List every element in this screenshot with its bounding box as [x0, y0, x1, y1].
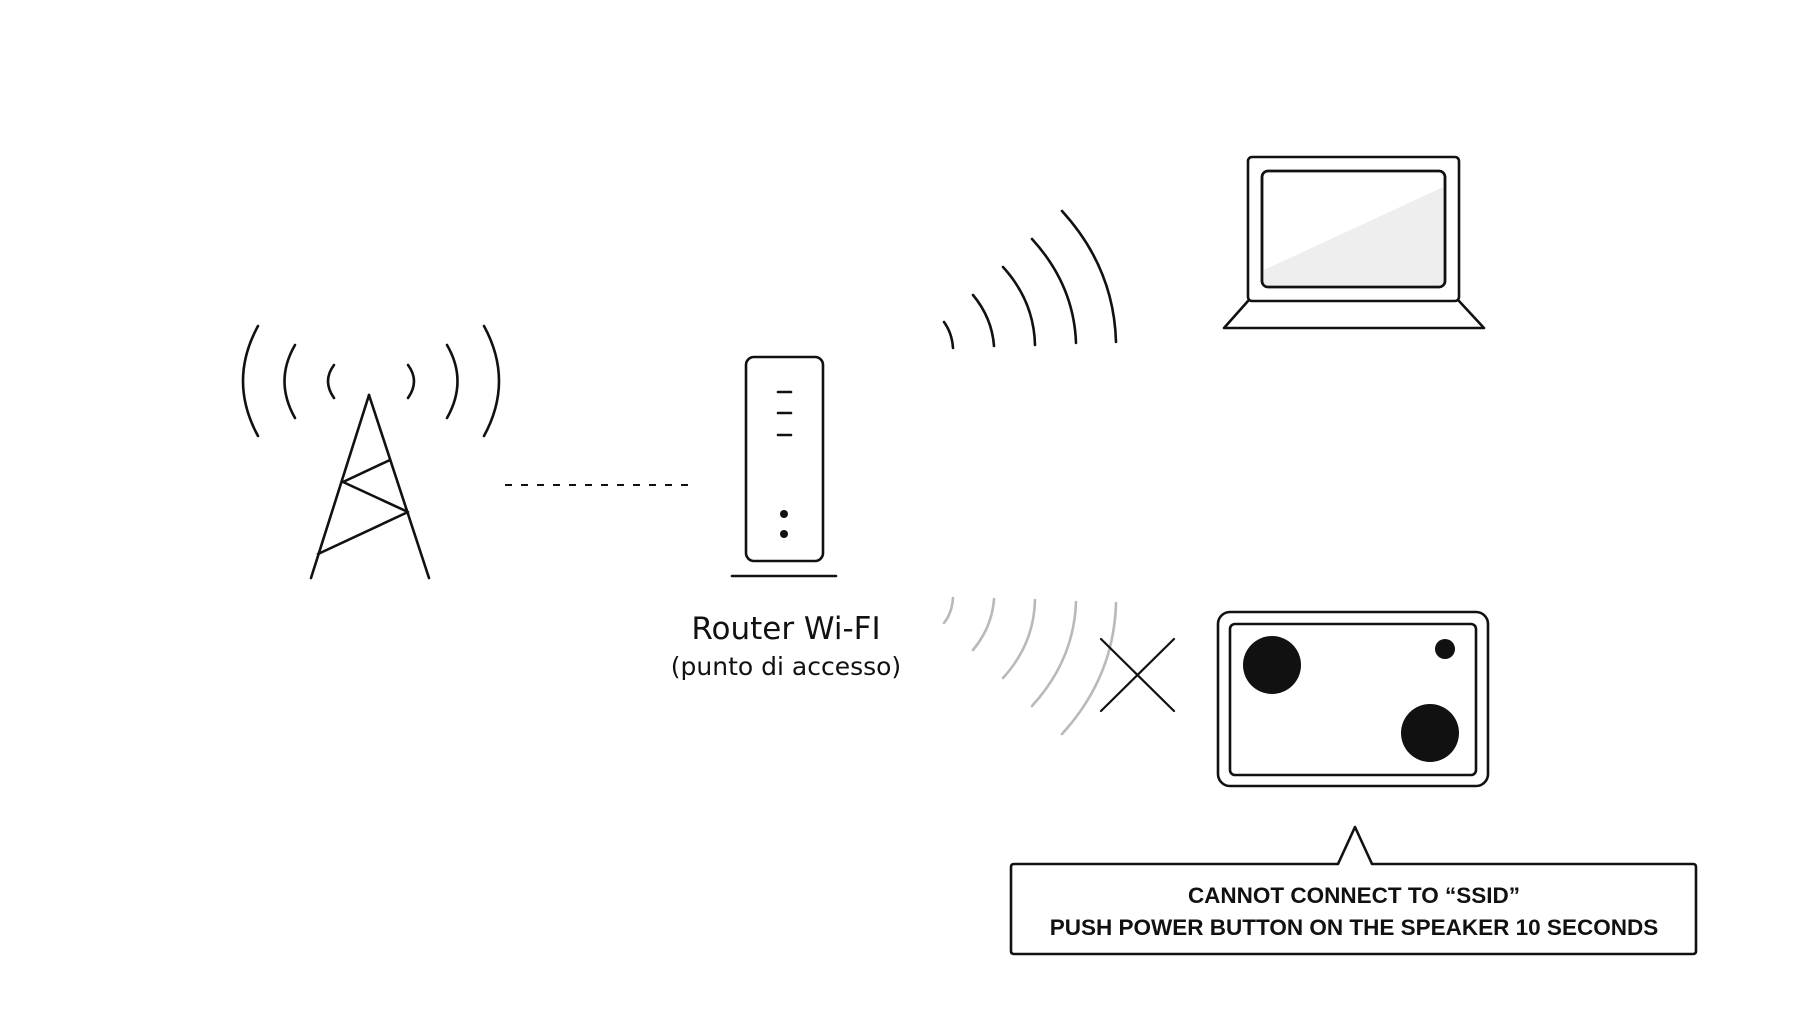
wifi-signal-to-laptop	[942, 209, 1118, 350]
router-icon	[730, 355, 838, 578]
message-line-2: PUSH POWER BUTTON ON THE SPEAKER 10 SECO…	[1050, 915, 1658, 940]
speaker-icon	[1216, 610, 1490, 788]
wifi-signal-to-speaker	[942, 596, 1118, 736]
speaker-woofer-left	[1243, 636, 1301, 694]
cell-tower-icon	[241, 324, 501, 580]
message-bubble	[1009, 825, 1698, 956]
message-line-1: CANNOT CONNECT TO “SSID”	[1188, 883, 1520, 908]
router-label: Router Wi-FI	[691, 611, 880, 647]
speaker-woofer-right	[1401, 704, 1459, 762]
x-mark-icon	[1099, 637, 1176, 713]
router-sublabel: (punto di accesso)	[671, 652, 901, 681]
power-button	[1435, 639, 1455, 659]
laptop-icon	[1222, 155, 1486, 330]
